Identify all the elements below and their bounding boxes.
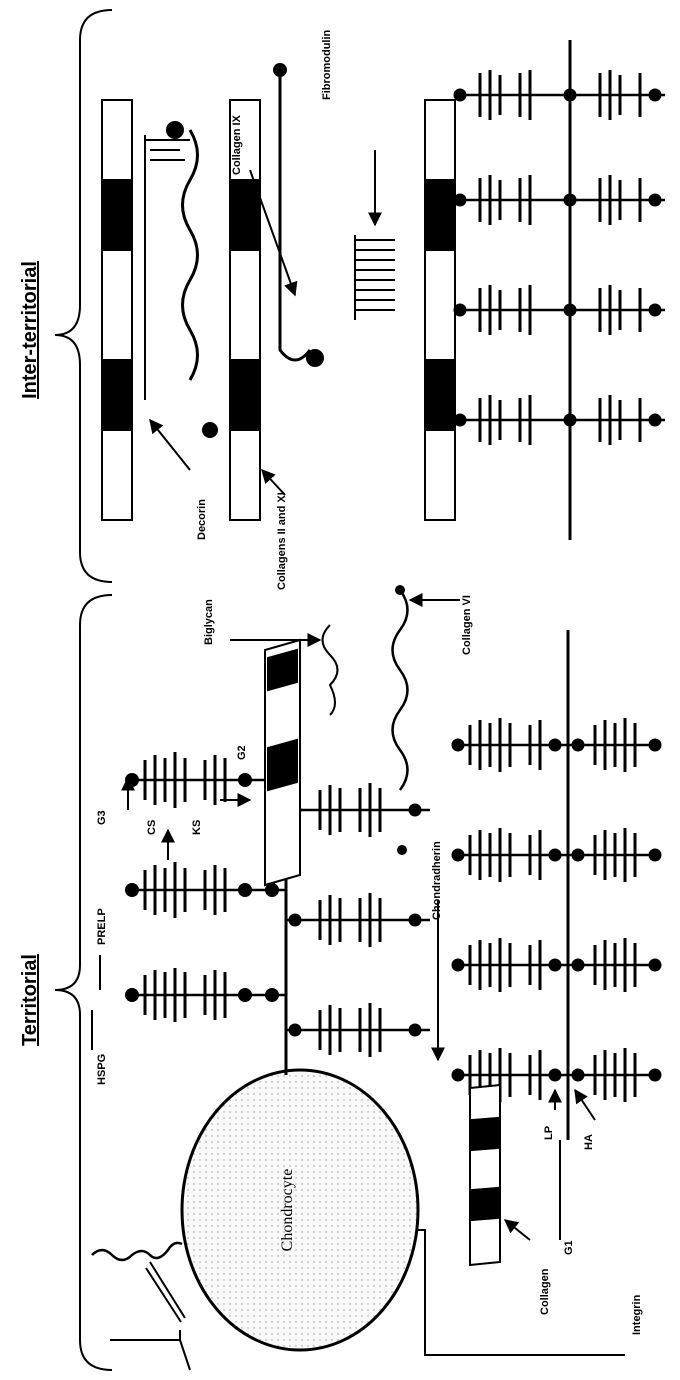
collagen-ix-tail bbox=[278, 70, 312, 362]
aggrecan-group-territorial-9 bbox=[451, 828, 662, 882]
svg-text:Decorin: Decorin bbox=[196, 499, 208, 540]
label-collagen: Collagen bbox=[539, 1268, 551, 1315]
label-integrin: Integrin bbox=[631, 1294, 643, 1335]
aggrecan-group-inter-2 bbox=[453, 285, 665, 335]
label-g2: G2 bbox=[236, 745, 248, 760]
decorin-core bbox=[144, 135, 190, 400]
aggrecan-group-territorial-10 bbox=[451, 718, 662, 772]
svg-text:Chondradherin: Chondradherin bbox=[431, 841, 443, 920]
fibromodulin-comb bbox=[354, 235, 395, 320]
hspg-squiggle bbox=[91, 1241, 183, 1262]
label-prelp: PRELP bbox=[96, 908, 108, 945]
collagen-fibril-pericellular bbox=[469, 1083, 501, 1267]
label-fibromodulin: Fibromodulin bbox=[321, 29, 333, 100]
collagen-ix-chain bbox=[181, 129, 199, 381]
aggrecan-group-territorial-2 bbox=[125, 862, 286, 918]
collagen-fibril-inter-2 bbox=[229, 99, 261, 521]
aggrecan-group-inter-3 bbox=[453, 175, 665, 225]
svg-text:Territorial: Territorial bbox=[19, 954, 41, 1046]
chondrocyte-label: Chondrocyte bbox=[279, 1169, 296, 1252]
label-chondroadherin: Chondradherin bbox=[431, 841, 443, 920]
territorial-brace bbox=[54, 594, 113, 1371]
aggrecan-group-territorial-1 bbox=[125, 968, 286, 1022]
aggrecan-group-territorial-7 bbox=[451, 1048, 662, 1102]
inter-territorial-brace bbox=[54, 9, 113, 583]
label-hspg: HSPG bbox=[96, 1054, 108, 1085]
aggrecan-group-inter-4 bbox=[453, 70, 665, 120]
label-collagens-ii-xi: Collagens II and XI bbox=[276, 492, 288, 590]
svg-text:HSPG: HSPG bbox=[96, 1054, 108, 1085]
svg-text:HA: HA bbox=[583, 1134, 595, 1150]
svg-text:CS: CS bbox=[146, 820, 158, 835]
svg-text:G1: G1 bbox=[563, 1240, 575, 1255]
integrin-anchor bbox=[110, 1330, 191, 1371]
label-cs: CS bbox=[146, 820, 158, 835]
integrin-line bbox=[418, 1229, 625, 1356]
aggrecan-group-territorial-4 bbox=[286, 1003, 430, 1057]
svg-text:Collagen IX: Collagen IX bbox=[231, 114, 243, 175]
label-decorin: Decorin bbox=[196, 499, 208, 540]
svg-text:Collagens II and XI: Collagens II and XI bbox=[276, 492, 288, 590]
aggrecan-group-territorial-8 bbox=[451, 938, 662, 992]
biglycan-squiggle bbox=[321, 624, 339, 716]
label-g3: G3 bbox=[96, 810, 108, 825]
svg-text:KS: KS bbox=[191, 820, 203, 835]
aggrecan-group-territorial-5 bbox=[286, 893, 430, 947]
collagen-fibril-territorial bbox=[264, 638, 301, 887]
label-g1: G1 bbox=[563, 1240, 575, 1255]
svg-text:PRELP: PRELP bbox=[96, 908, 108, 945]
svg-text:G2: G2 bbox=[236, 745, 248, 760]
svg-text:Collagen VI: Collagen VI bbox=[461, 595, 473, 655]
collagen-fibril-inter-3 bbox=[424, 99, 456, 521]
label-ha: HA bbox=[583, 1134, 595, 1150]
label-ks: KS bbox=[191, 820, 203, 835]
chondrocyte-cell: Chondrocyte bbox=[180, 1068, 420, 1352]
hspg-stem bbox=[145, 1261, 186, 1323]
arrow-collagen-ix bbox=[249, 169, 298, 297]
aggrecan-group-territorial-3 bbox=[125, 752, 286, 808]
label-lp: LP bbox=[543, 1126, 555, 1140]
svg-text:G3: G3 bbox=[96, 810, 108, 825]
label-collagen-ix: Collagen IX bbox=[231, 114, 243, 175]
svg-text:Fibromodulin: Fibromodulin bbox=[321, 29, 333, 100]
arrow-collagen bbox=[503, 1219, 531, 1241]
inter-territorial-heading: Inter-territorial bbox=[19, 261, 41, 399]
label-collagen-vi: Collagen VI bbox=[461, 595, 473, 655]
collagen-fibril-inter-1 bbox=[101, 99, 133, 521]
territorial-heading: Territorial bbox=[19, 954, 41, 1046]
svg-text:Integrin: Integrin bbox=[631, 1294, 643, 1335]
aggrecan-group-territorial-6 bbox=[286, 783, 430, 837]
svg-text:Collagen: Collagen bbox=[539, 1268, 551, 1315]
arrow-decorin bbox=[149, 418, 191, 471]
svg-text:LP: LP bbox=[543, 1126, 555, 1140]
arrow-collagens-ii-xi bbox=[261, 468, 286, 496]
label-biglycan: Biglycan bbox=[203, 599, 215, 645]
arrow-ha bbox=[574, 1088, 596, 1121]
collagen-vi-chain bbox=[391, 589, 409, 791]
svg-text:Inter-territorial: Inter-territorial bbox=[19, 261, 41, 399]
aggrecan-group-inter-1 bbox=[453, 395, 665, 445]
svg-text:Biglycan: Biglycan bbox=[203, 599, 215, 645]
